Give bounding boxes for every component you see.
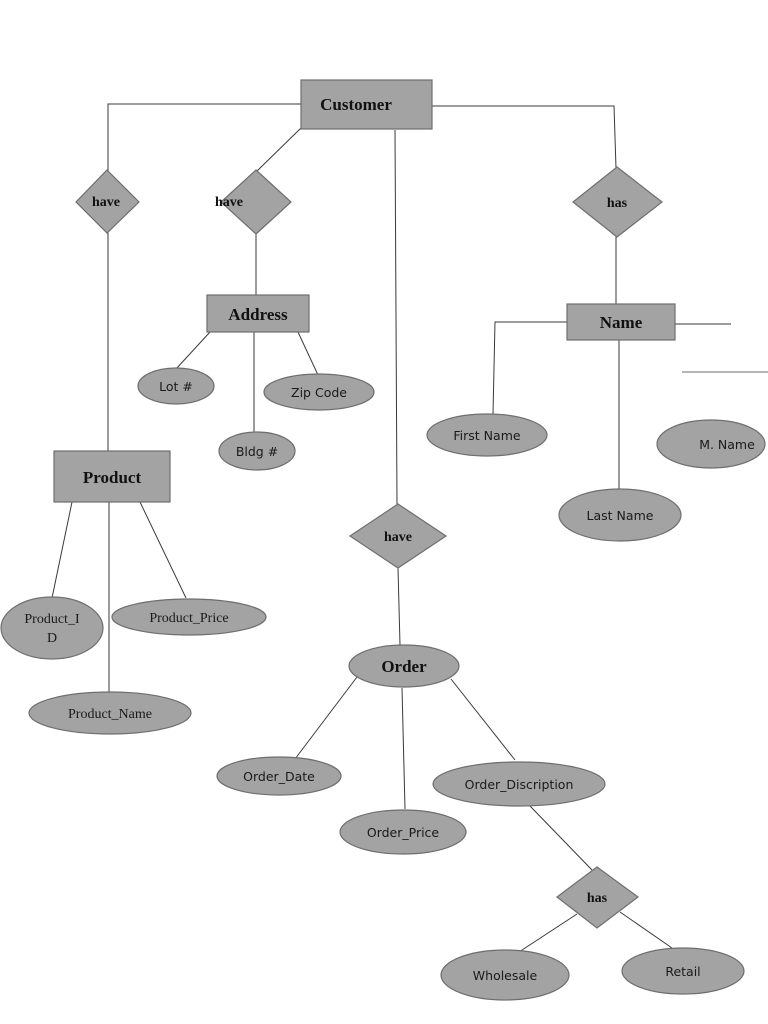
attribute-zip-code-label: Zip Code bbox=[291, 385, 347, 400]
attribute-middle-name[interactable]: M. Name bbox=[656, 419, 766, 469]
line-order-description bbox=[450, 678, 516, 761]
line-have-order bbox=[397, 567, 401, 646]
attribute-order-price-label: Order_Price bbox=[367, 825, 440, 840]
line-order-date bbox=[294, 676, 358, 760]
relationship-has-name[interactable]: has bbox=[572, 166, 663, 238]
relationship-have-address-label: have bbox=[215, 195, 243, 210]
entity-name-label: Name bbox=[600, 313, 643, 332]
attribute-first-name[interactable]: First Name bbox=[426, 413, 548, 457]
attribute-lot[interactable]: Lot # bbox=[137, 367, 215, 405]
relationship-has-type[interactable]: has bbox=[556, 866, 640, 929]
attribute-bldg-label: Bldg # bbox=[236, 444, 278, 459]
line-name-first bbox=[492, 321, 568, 415]
attribute-retail[interactable]: Retail bbox=[621, 947, 745, 995]
relationship-have-product[interactable]: have bbox=[75, 169, 140, 234]
relationship-have-order-label: have bbox=[384, 530, 412, 545]
attribute-last-name[interactable]: Last Name bbox=[558, 488, 682, 542]
entity-address-label: Address bbox=[228, 305, 288, 324]
attribute-wholesale[interactable]: Wholesale bbox=[440, 949, 570, 1001]
entity-order[interactable]: Order bbox=[348, 644, 460, 688]
relationship-has-name-label: has bbox=[607, 196, 628, 211]
attribute-middle-name-label: M. Name bbox=[699, 437, 755, 452]
line-has-retail bbox=[619, 911, 673, 949]
line-product-id bbox=[51, 501, 73, 599]
relationship-have-address[interactable]: have bbox=[215, 169, 292, 235]
attribute-order-description-label: Order_Discription bbox=[465, 777, 574, 792]
line-customer-have-address bbox=[255, 127, 302, 173]
attribute-product-price[interactable]: Product_Price bbox=[111, 598, 267, 636]
line-customer-have-order bbox=[394, 129, 398, 506]
attribute-first-name-label: First Name bbox=[453, 428, 520, 443]
entity-product-label: Product bbox=[83, 468, 142, 487]
attribute-wholesale-label: Wholesale bbox=[473, 968, 538, 983]
attribute-product-id-label-line2: D bbox=[47, 631, 57, 646]
line-order-price bbox=[401, 687, 406, 810]
entity-address[interactable]: Address bbox=[206, 294, 310, 333]
attribute-order-description[interactable]: Order_Discription bbox=[432, 761, 606, 807]
attribute-order-date[interactable]: Order_Date bbox=[216, 756, 342, 796]
attribute-product-id[interactable]: Product_I D bbox=[0, 596, 104, 660]
entity-order-label: Order bbox=[381, 657, 427, 676]
attribute-lot-label: Lot # bbox=[159, 379, 193, 394]
line-description-has bbox=[529, 805, 593, 871]
relationship-has-type-label: has bbox=[587, 891, 608, 906]
attribute-product-id-label-line1: Product_I bbox=[24, 612, 80, 627]
attribute-order-date-label: Order_Date bbox=[243, 769, 315, 784]
attribute-retail-label: Retail bbox=[665, 964, 700, 979]
attribute-bldg[interactable]: Bldg # bbox=[218, 431, 296, 471]
entity-product[interactable]: Product bbox=[53, 450, 171, 503]
entity-customer[interactable]: Customer bbox=[300, 79, 433, 130]
attribute-product-name[interactable]: Product_Name bbox=[28, 691, 192, 735]
line-product-price bbox=[139, 501, 187, 599]
line-customer-have-product bbox=[107, 103, 301, 172]
line-customer-has-name bbox=[432, 105, 617, 169]
relationship-have-order[interactable]: have bbox=[348, 503, 448, 569]
entity-customer-label: Customer bbox=[320, 95, 392, 114]
line-has-wholesale bbox=[518, 913, 578, 953]
line-address-zip bbox=[297, 331, 319, 376]
attribute-zip-code[interactable]: Zip Code bbox=[263, 373, 375, 411]
attribute-last-name-label: Last Name bbox=[587, 508, 654, 523]
relationship-have-product-label: have bbox=[92, 195, 120, 210]
entity-name[interactable]: Name bbox=[566, 303, 676, 341]
attribute-product-name-label: Product_Name bbox=[68, 707, 152, 722]
connector-lines bbox=[51, 103, 768, 953]
attribute-product-price-label: Product_Price bbox=[149, 611, 228, 626]
line-address-lot bbox=[175, 331, 211, 370]
attribute-order-price[interactable]: Order_Price bbox=[339, 809, 467, 855]
